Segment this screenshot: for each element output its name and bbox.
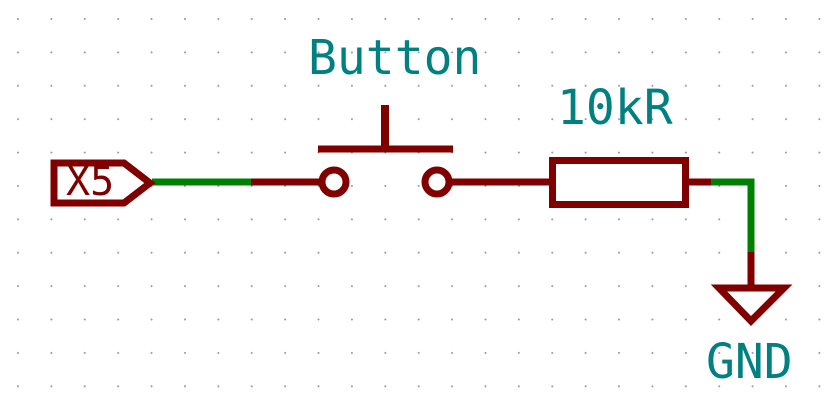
resistor-body bbox=[549, 157, 689, 208]
label-layer: Button 10kR GND bbox=[308, 30, 793, 390]
ground-symbol[interactable] bbox=[710, 284, 793, 326]
wire-resistor-to-ground[interactable] bbox=[711, 178, 755, 254]
resistor-label: 10kR bbox=[557, 80, 673, 136]
port-x5-label: X5 bbox=[66, 159, 114, 205]
port-x5-symbol[interactable]: X5 bbox=[50, 159, 156, 207]
switch-terminal-right bbox=[421, 166, 453, 198]
wire-layer bbox=[152, 178, 755, 289]
ground-label: GND bbox=[706, 334, 793, 390]
switch-terminal-left bbox=[318, 166, 350, 198]
ground-triangle bbox=[710, 284, 793, 326]
resistor-10kr-symbol[interactable] bbox=[549, 157, 689, 208]
port-x5-outline bbox=[50, 159, 156, 207]
switch-button-symbol[interactable] bbox=[318, 105, 453, 198]
switch-label: Button bbox=[308, 30, 481, 86]
